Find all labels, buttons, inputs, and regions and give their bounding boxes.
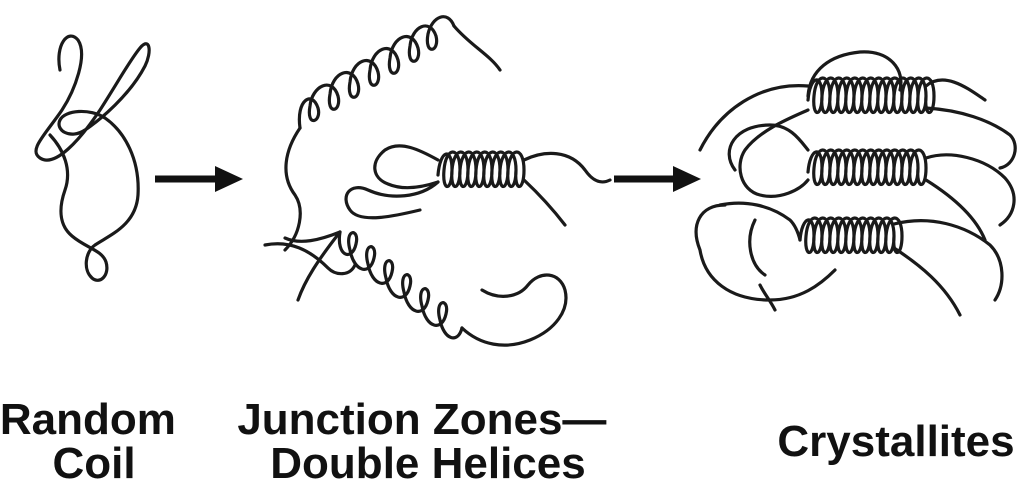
transition-arrow-2 [614, 166, 701, 192]
junction-zones-label: Junction Zones— Double Helices [237, 395, 618, 488]
random-coil-illustration [36, 36, 149, 280]
upper-double-helix [299, 17, 454, 128]
lower-double-helix [339, 232, 462, 338]
random-coil-label-line-2: Coil [52, 439, 135, 488]
crystallites-label: Crystallites [777, 417, 1014, 466]
crystallite-helix-top [808, 78, 934, 113]
junction-zones-illustration [265, 17, 610, 345]
middle-double-helix [438, 152, 524, 187]
random-coil-label-line-1: Random [0, 395, 176, 444]
upper-helix-tail [454, 26, 500, 70]
random-coil-strand [36, 36, 149, 280]
crystallite-helix-middle [808, 150, 926, 185]
middle-helix-right-tail [524, 153, 610, 225]
upper-helix-loose-end [285, 128, 300, 250]
random-coil-label: Random Coil [0, 395, 188, 488]
junction-zones-label-line-1: Junction Zones— [237, 395, 606, 444]
stage-labels: Random Coil Junction Zones— Double Helic… [0, 395, 1015, 488]
crystallite-helix-bottom [800, 218, 902, 253]
transition-arrow-1 [155, 166, 243, 192]
crystallites-label-line-1: Crystallites [777, 417, 1014, 466]
junction-zones-label-line-2: Double Helices [270, 439, 585, 488]
middle-helix-left-loop [346, 146, 438, 218]
crystallites-illustration [696, 52, 1015, 315]
